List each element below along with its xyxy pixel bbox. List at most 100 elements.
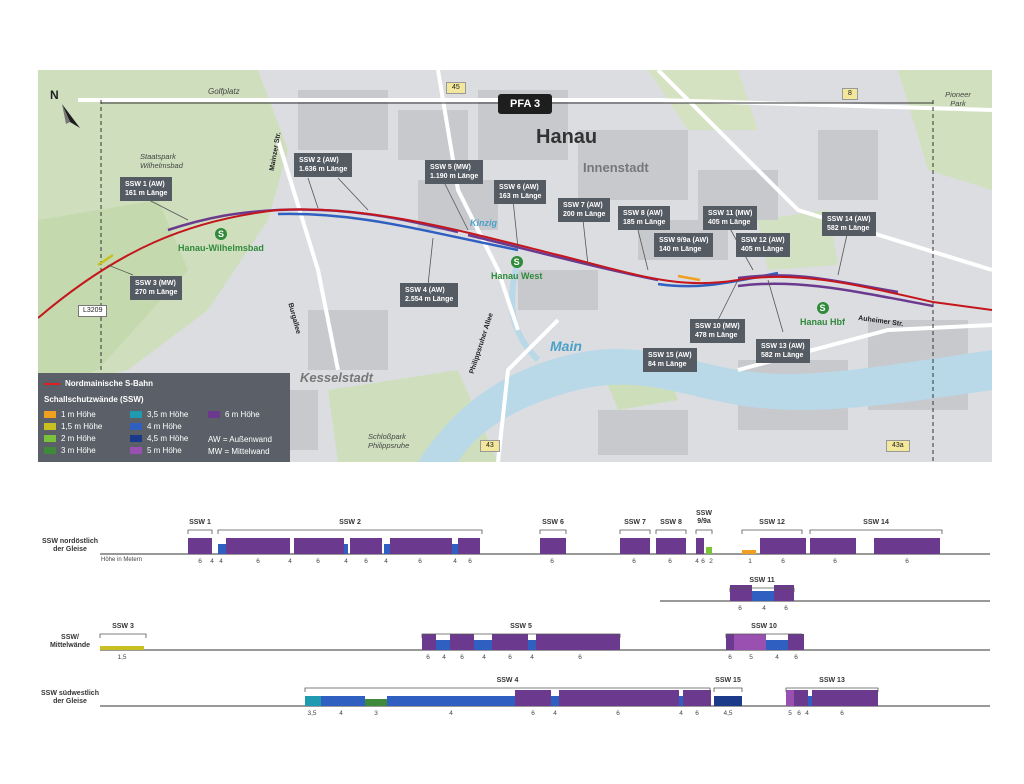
group-bracket [729, 587, 795, 592]
height-label: 6 [418, 558, 422, 565]
group-bracket [217, 529, 483, 534]
height-label: 6 [508, 654, 512, 661]
row-label-ne: SSW nordöstlich der Gleise [42, 538, 98, 553]
wall-segment [305, 696, 321, 706]
wall-segment [551, 696, 559, 706]
wall-segment [422, 634, 436, 650]
legend-swatch [44, 447, 56, 454]
height-label: 4 [805, 710, 809, 717]
group-bracket [741, 529, 803, 534]
group-bracket [725, 633, 803, 638]
wall-segment [788, 634, 804, 650]
map-legend: Nordmainische S-Bahn Schallschutzwände (… [38, 373, 290, 462]
callout-ssw13: SSW 13 (AW)582 m Länge [756, 339, 810, 363]
north-arrow: N [48, 88, 88, 138]
legend-item: 1,5 m Höhe [44, 422, 102, 431]
wall-segment [492, 634, 528, 650]
wall-segment [794, 690, 808, 706]
station-hanau-west: S Hanau West [491, 256, 542, 281]
station-wilhelmsbad: S Hanau-Wilhelmsbad [178, 228, 264, 253]
wall-segment [321, 696, 365, 706]
height-label: 4 [679, 710, 683, 717]
wall-segment [714, 696, 742, 706]
wall-segment [786, 690, 794, 706]
north-arrow-icon [62, 104, 80, 128]
height-hint: Höhe in Metern [101, 557, 143, 563]
road-43a: 43a [886, 440, 910, 452]
sbahn-icon: S [214, 228, 227, 240]
legend-label: 5 m Höhe [147, 446, 182, 455]
callout-ssw8: SSW 8 (AW)185 m Länge [618, 206, 671, 230]
height-label: 6 [468, 558, 472, 565]
height-label: 6 [256, 558, 260, 565]
height-label: 4 [530, 654, 534, 661]
group-label: SSW 8 [660, 519, 682, 526]
callout-ssw12: SSW 12 (AW)405 m Länge [736, 233, 790, 257]
height-label: 6 [840, 710, 844, 717]
height-label: 4 [442, 654, 446, 661]
height-label: 4 [762, 605, 766, 612]
height-label: 6 [616, 710, 620, 717]
wall-segment [656, 538, 686, 554]
place-schlosspark: Schloßpark Philippsruhe [368, 432, 410, 450]
group-label: SSW 13 [819, 677, 845, 684]
group-label: SSW 3 [112, 623, 134, 630]
height-label: 6 [460, 654, 464, 661]
group-bracket [539, 529, 567, 534]
group-bracket [187, 529, 213, 534]
height-label: 4 [339, 710, 343, 717]
callout-ssw5: SSW 5 (MW)1.190 m Länge [425, 160, 484, 184]
wall-segment [458, 538, 480, 554]
wall-segment [344, 544, 348, 554]
height-label: 6 [531, 710, 535, 717]
wall-segment [450, 634, 474, 650]
legend-abbr-mw: MW = Mittelwand [208, 447, 270, 456]
legend-item: 3 m Höhe [44, 446, 96, 455]
wall-segment [683, 690, 711, 706]
wall-segment [752, 591, 774, 601]
legend-item: 3,5 m Höhe [130, 410, 188, 419]
road-8: 8 [842, 88, 858, 100]
callout-ssw3: SSW 3 (MW)270 m Länge [130, 276, 183, 300]
wall-segment [620, 538, 650, 554]
height-label: 4 [210, 558, 214, 565]
callout-ssw1: SSW 1 (AW)161 m Länge [120, 177, 173, 201]
group-label: SSW 14 [863, 519, 889, 526]
height-label: 6 [781, 558, 785, 565]
wall-segment [726, 634, 734, 650]
wall-segment [528, 640, 536, 650]
height-label: 6 [695, 710, 699, 717]
height-label: 6 [668, 558, 672, 565]
callout-ssw9: SSW 9/9a (AW)140 m Länge [654, 233, 714, 257]
place-pioneer-park: Pioneer Park [945, 90, 971, 108]
group-label: SSW 9/9a [696, 510, 712, 525]
wall-segment [387, 696, 515, 706]
wall-segment [706, 547, 712, 554]
callout-ssw2: SSW 2 (AW)1.636 m Länge [294, 153, 353, 177]
group-label: SSW 15 [715, 677, 741, 684]
height-label: 1,5 [117, 654, 127, 661]
wall-segment [734, 634, 766, 650]
road-43: 43 [480, 440, 500, 452]
diagram-bars [99, 529, 990, 707]
station-label: Hanau-Wilhelmsbad [178, 243, 264, 253]
legend-item: 1 m Höhe [44, 410, 96, 419]
road-l3209: L3209 [78, 305, 108, 317]
wall-segment [390, 538, 452, 554]
height-label: 4 [775, 654, 779, 661]
group-bracket [785, 687, 879, 692]
wall-segment [365, 699, 387, 706]
height-label: 6 [784, 605, 788, 612]
legend-swatch [130, 447, 142, 454]
height-label: 4 [482, 654, 486, 661]
wall-segment [350, 538, 382, 554]
callout-ssw7: SSW 7 (AW)200 m Länge [558, 198, 611, 222]
legend-swatch [44, 435, 56, 442]
height-label: 4 [449, 710, 453, 717]
callout-ssw6: SSW 6 (AW)163 m Länge [494, 180, 547, 204]
height-label: 6 [794, 654, 798, 661]
wall-segment [515, 690, 551, 706]
legend-line: Nordmainische S-Bahn [44, 379, 153, 388]
height-label: 6 [833, 558, 837, 565]
wall-segment [536, 634, 620, 650]
